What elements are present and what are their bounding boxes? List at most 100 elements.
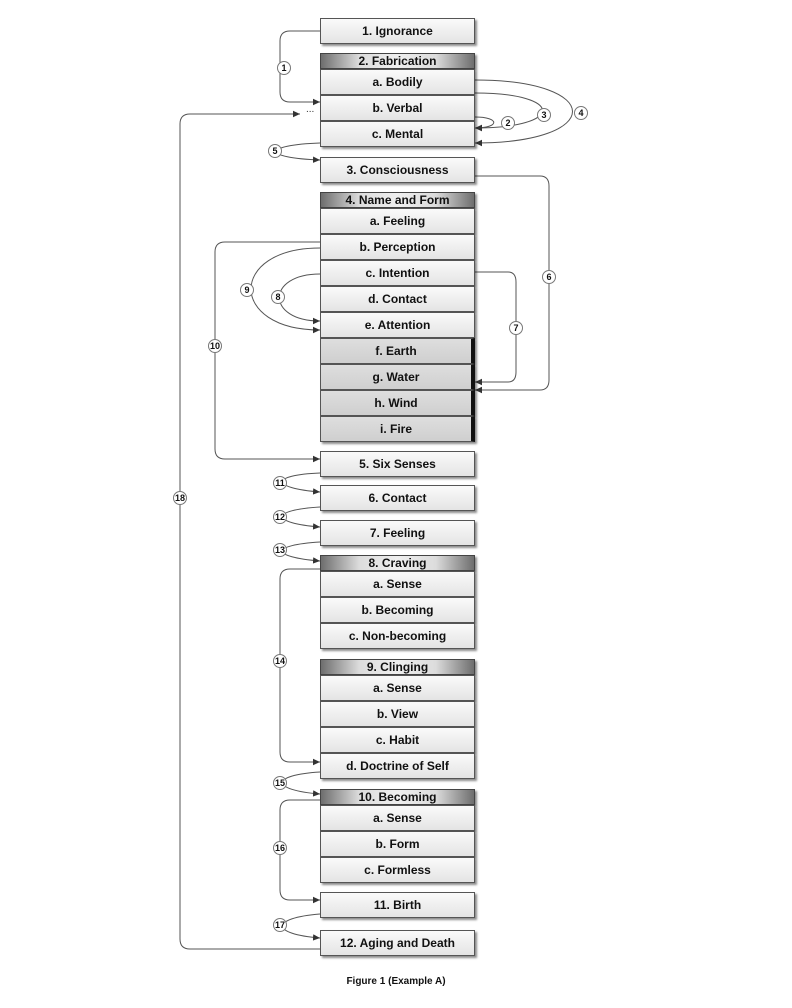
link-label-15: 15: [273, 776, 287, 790]
figure-caption: Figure 1 (Example A): [346, 976, 446, 987]
subnode-label: b. Form: [375, 837, 420, 851]
subnode-label: e. Attention: [364, 318, 431, 332]
subnode-4-name-and-form-i-fire: i. Fire: [320, 416, 475, 442]
subnode-label: a. Sense: [373, 577, 422, 591]
node-label: 5. Six Senses: [359, 457, 436, 471]
link-4: [474, 79, 573, 147]
node-12-aging-and-death: 12. Aging and Death: [320, 930, 475, 956]
ellipsis: ...: [306, 104, 315, 115]
subnode-label: b. Perception: [359, 240, 436, 254]
link-18: [179, 110, 320, 950]
node-label: 6. Contact: [368, 491, 427, 505]
link-label-17: 17: [273, 918, 287, 932]
subnode-2-fabrication-b-verbal: b. Verbal: [320, 95, 475, 121]
link-label-18: 18: [173, 491, 187, 505]
subnode-4-name-and-form-e-attention: e. Attention: [320, 312, 475, 338]
node-11-birth: 11. Birth: [320, 892, 475, 918]
subnode-2-fabrication-c-mental: c. Mental: [320, 121, 475, 147]
subnode-4-name-and-form-a-feeling: a. Feeling: [320, 208, 475, 234]
node-label: 7. Feeling: [369, 526, 426, 540]
subnode-4-name-and-form-b-perception: b. Perception: [320, 234, 475, 260]
subnode-label: f. Earth: [375, 344, 417, 358]
subnode-label: i. Fire: [379, 422, 412, 436]
subnode-10-becoming-c-formless: c. Formless: [320, 857, 475, 883]
link-6: [475, 175, 550, 394]
subnode-label: d. Doctrine of Self: [346, 759, 449, 773]
link-label-8: 8: [271, 290, 285, 304]
subnode-9-clinging-b-view: b. View: [320, 701, 475, 727]
subnode-4-name-and-form-g-water: g. Water: [320, 364, 475, 390]
link-label-11: 11: [273, 476, 287, 490]
subnode-4-name-and-form-d-contact: d. Contact: [320, 286, 475, 312]
link-label-5: 5: [268, 144, 282, 158]
subnode-label: c. Formless: [364, 863, 431, 877]
subnode-4-name-and-form-h-wind: h. Wind: [320, 390, 475, 416]
subnode-label: b. Verbal: [372, 101, 423, 115]
subnode-4-name-and-form-c-intention: c. Intention: [320, 260, 475, 286]
link-label-16: 16: [273, 841, 287, 855]
link-13: [282, 541, 321, 564]
node-10-becoming: 10. Becoming: [320, 789, 475, 805]
link-11: [282, 472, 321, 495]
subnode-label: h. Wind: [374, 396, 418, 410]
node-label: 1. Ignorance: [362, 24, 433, 38]
link-label-6: 6: [542, 270, 556, 284]
link-17: [282, 913, 321, 941]
node-7-feeling: 7. Feeling: [320, 520, 475, 546]
node-3-consciousness: 3. Consciousness: [320, 157, 475, 183]
subnode-4-name-and-form-f-earth: f. Earth: [320, 338, 475, 364]
node-label: 9. Clinging: [366, 660, 429, 674]
link-15: [282, 771, 321, 797]
link-label-3: 3: [537, 108, 551, 122]
subnode-label: a. Sense: [373, 811, 422, 825]
link-label-10: 10: [208, 339, 222, 353]
link-label-14: 14: [273, 654, 287, 668]
link-14: [279, 568, 320, 766]
link-5: [276, 142, 321, 163]
node-6-contact: 6. Contact: [320, 485, 475, 511]
link-12: [282, 506, 321, 530]
subnode-8-craving-c-non-becoming: c. Non-becoming: [320, 623, 475, 649]
subnode-10-becoming-a-sense: a. Sense: [320, 805, 475, 831]
link-label-2: 2: [501, 116, 515, 130]
subnode-label: a. Sense: [373, 681, 422, 695]
node-label: 4. Name and Form: [345, 193, 450, 207]
subnode-2-fabrication-a-bodily: a. Bodily: [320, 69, 475, 95]
node-1-ignorance: 1. Ignorance: [320, 18, 475, 44]
link-label-7: 7: [509, 321, 523, 335]
link-10: [214, 241, 320, 463]
subnode-8-craving-b-becoming: b. Becoming: [320, 597, 475, 623]
link-9: [250, 247, 321, 334]
node-label: 11. Birth: [373, 898, 422, 912]
subnode-label: b. Becoming: [361, 603, 434, 617]
node-9-clinging: 9. Clinging: [320, 659, 475, 675]
link-2: [474, 116, 495, 132]
subnode-10-becoming-b-form: b. Form: [320, 831, 475, 857]
subnode-label: b. View: [376, 707, 419, 721]
subnode-9-clinging-a-sense: a. Sense: [320, 675, 475, 701]
node-label: 12. Aging and Death: [340, 936, 455, 950]
subnode-label: g. Water: [372, 370, 420, 384]
node-label: 10. Becoming: [358, 790, 437, 804]
link-label-13: 13: [273, 543, 287, 557]
subnode-9-clinging-d-doctrine-of-self: d. Doctrine of Self: [320, 753, 475, 779]
link-label-1: 1: [277, 61, 291, 75]
node-4-name-and-form: 4. Name and Form: [320, 192, 475, 208]
node-2-fabrication: 2. Fabrication: [320, 53, 475, 69]
link-label-4: 4: [574, 106, 588, 120]
subnode-label: c. Mental: [371, 127, 424, 141]
node-label: 8. Craving: [368, 556, 427, 570]
subnode-label: c. Non-becoming: [348, 629, 447, 643]
node-label: 3. Consciousness: [346, 163, 449, 177]
subnode-9-clinging-c-habit: c. Habit: [320, 727, 475, 753]
subnode-label: a. Feeling: [369, 214, 426, 228]
link-8: [279, 273, 321, 325]
subnode-label: d. Contact: [368, 292, 427, 306]
node-label: 2. Fabrication: [358, 54, 437, 68]
link-label-12: 12: [273, 510, 287, 524]
node-8-craving: 8. Craving: [320, 555, 475, 571]
subnode-8-craving-a-sense: a. Sense: [320, 571, 475, 597]
subnode-label: c. Intention: [365, 266, 430, 280]
subnode-label: a. Bodily: [372, 75, 423, 89]
